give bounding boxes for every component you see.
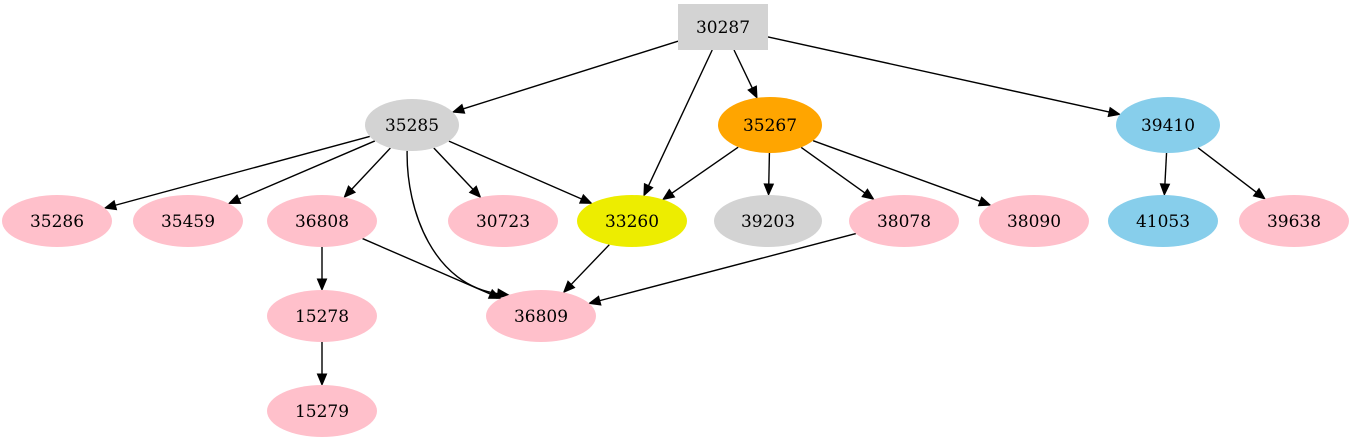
node-shape[interactable] [849, 195, 959, 247]
arrow-head-icon [343, 185, 357, 199]
graph-node-39203[interactable]: 39203 [714, 195, 822, 247]
node-shape[interactable] [979, 195, 1089, 247]
edge-line [448, 140, 584, 201]
graph-edge [227, 140, 376, 205]
graph-edge [451, 40, 679, 114]
node-shape[interactable] [486, 290, 596, 342]
graph-node-38090[interactable]: 38090 [979, 195, 1089, 247]
edge-line [461, 40, 679, 111]
arrow-head-icon [763, 183, 775, 197]
node-shape[interactable] [365, 99, 459, 151]
node-shape[interactable] [678, 4, 768, 50]
edge-line [800, 146, 867, 195]
edge-line [433, 147, 475, 192]
graph-edge [800, 146, 875, 201]
edge-line [812, 140, 983, 203]
node-shape[interactable] [267, 195, 377, 247]
arrow-head-icon [487, 288, 502, 299]
graph-node-30723[interactable]: 30723 [448, 195, 558, 247]
arrow-head-icon [103, 199, 118, 211]
graph-node-38078[interactable]: 38078 [849, 195, 959, 247]
arrow-head-icon [1159, 183, 1171, 197]
node-shape[interactable] [267, 385, 377, 437]
edge-line [597, 232, 857, 302]
arrow-head-icon [316, 278, 328, 292]
graph-edge [763, 152, 775, 197]
graph-edge [433, 147, 482, 199]
graph-node-30287[interactable]: 30287 [678, 4, 768, 50]
arrow-head-icon [1107, 106, 1122, 118]
edge-layer [103, 36, 1267, 387]
node-shape[interactable] [448, 195, 558, 247]
arrow-head-icon [747, 85, 758, 100]
graph-edge [343, 147, 391, 199]
node-shape[interactable] [267, 290, 377, 342]
arrow-head-icon [562, 280, 576, 294]
edge-line [767, 36, 1112, 114]
graph-edge [316, 342, 328, 387]
graph-edge [587, 232, 857, 306]
arrow-head-icon [316, 373, 328, 387]
graph-node-36808[interactable]: 36808 [267, 195, 377, 247]
graph-node-35285[interactable]: 35285 [365, 99, 459, 151]
edge-line [349, 147, 391, 192]
edge-line [113, 135, 370, 207]
graph-node-39410[interactable]: 39410 [1116, 97, 1220, 153]
edge-line [1164, 152, 1168, 187]
graph-node-35286[interactable]: 35286 [2, 195, 112, 247]
graph-edge [316, 247, 328, 292]
arrow-head-icon [977, 196, 992, 207]
graph-edge [812, 140, 992, 207]
node-shape[interactable] [133, 195, 243, 247]
node-shape[interactable] [1108, 195, 1218, 247]
node-layer: 30287 35285 35267 39410 35286 35459 36808 30723… [2, 4, 1349, 437]
node-shape[interactable] [577, 195, 687, 247]
edge-line [733, 49, 754, 91]
edge-line [362, 237, 493, 296]
graph-edge [362, 237, 502, 299]
node-shape[interactable] [2, 195, 112, 247]
arrow-head-icon [578, 193, 593, 204]
arrow-head-icon [496, 288, 510, 299]
graph-edge [1197, 147, 1267, 200]
arrow-head-icon [643, 182, 654, 197]
graph-node-15279[interactable]: 15279 [267, 385, 377, 437]
arrow-head-icon [451, 103, 466, 114]
node-shape[interactable] [714, 195, 822, 247]
edge-line [768, 152, 771, 187]
node-shape[interactable] [718, 97, 822, 153]
node-shape[interactable] [1116, 97, 1220, 153]
graph-node-35459[interactable]: 35459 [133, 195, 243, 247]
graph-edge [661, 146, 739, 201]
graph-edge [103, 135, 370, 211]
arrow-head-icon [861, 188, 875, 201]
node-shape[interactable] [1239, 195, 1349, 247]
graph-node-36809[interactable]: 36809 [486, 290, 596, 342]
graph-node-39638[interactable]: 39638 [1239, 195, 1349, 247]
graph-edge [448, 140, 593, 204]
graph-edge [643, 49, 713, 197]
edge-line [569, 244, 610, 287]
arrow-head-icon [661, 188, 676, 201]
arrow-head-icon [587, 295, 602, 306]
graph-node-33260[interactable]: 33260 [577, 195, 687, 247]
edge-line [1197, 147, 1259, 195]
arrow-head-icon [227, 194, 242, 205]
arrow-head-icon [1252, 187, 1267, 200]
graph-edge [562, 244, 610, 294]
edge-line [669, 146, 739, 195]
graph-edge [1159, 152, 1171, 197]
edge-line [236, 140, 376, 201]
graph-edge [767, 36, 1122, 118]
graph-node-15278[interactable]: 15278 [267, 290, 377, 342]
graph-node-35267[interactable]: 35267 [718, 97, 822, 153]
graph-node-41053[interactable]: 41053 [1108, 195, 1218, 247]
graph-edge [733, 49, 758, 100]
arrow-head-icon [468, 185, 482, 199]
edge-line [647, 49, 713, 188]
